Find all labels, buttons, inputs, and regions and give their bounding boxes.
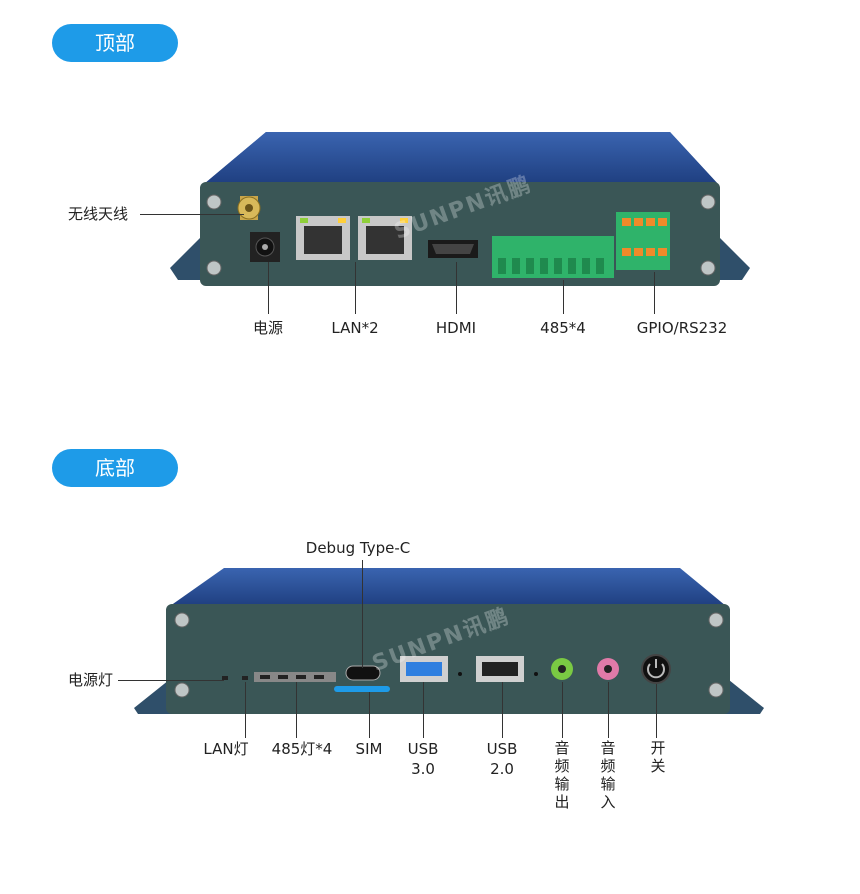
leader-lan xyxy=(355,262,356,314)
leader-audio-in xyxy=(608,682,609,738)
device-bottom-view xyxy=(134,568,764,714)
sim-slot xyxy=(334,686,390,692)
leader-switch xyxy=(656,684,657,738)
label-lan: LAN*2 xyxy=(331,319,379,337)
section-header-top: 顶部 xyxy=(52,24,178,62)
section-header-bottom: 底部 xyxy=(52,449,178,487)
gpio-terminal-block xyxy=(616,212,670,270)
leader-hdmi xyxy=(456,262,457,314)
rs485-leds xyxy=(254,672,336,682)
power-jack xyxy=(250,232,280,262)
label-usb2-line2: 2.0 xyxy=(490,760,514,778)
label-gpio: GPIO/RS232 xyxy=(636,319,728,337)
lan-port-2 xyxy=(358,216,412,260)
leader-debug xyxy=(362,560,363,668)
label-debug: Debug Type-C xyxy=(305,539,411,557)
label-audio-out: 音频输出 xyxy=(554,739,570,811)
label-sim: SIM xyxy=(355,740,383,758)
label-485: 485*4 xyxy=(540,319,586,337)
label-usb3-line2: 3.0 xyxy=(411,760,435,778)
leader-power xyxy=(268,262,269,314)
hdmi-port xyxy=(428,240,478,258)
leader-485-led xyxy=(296,682,297,738)
leader-usb2 xyxy=(502,682,503,738)
leader-lan-led xyxy=(245,682,246,738)
label-power: 电源 xyxy=(252,319,284,337)
label-switch: 开关 xyxy=(650,739,666,775)
leader-power-led xyxy=(118,680,224,681)
lan-port-1 xyxy=(296,216,350,260)
label-power-led: 电源灯 xyxy=(68,671,114,689)
antenna-connector xyxy=(237,196,261,220)
label-hdmi: HDMI xyxy=(435,319,477,337)
leader-485 xyxy=(563,280,564,314)
device-top-view xyxy=(170,132,750,286)
rs485-terminal-block xyxy=(492,236,614,278)
power-switch xyxy=(641,654,671,684)
label-antenna: 无线天线 xyxy=(68,205,129,223)
leader-antenna xyxy=(140,214,244,215)
audio-out-jack xyxy=(551,658,573,680)
device-lid-bottom xyxy=(170,568,726,606)
power-led xyxy=(222,676,228,680)
label-lan-led: LAN灯 xyxy=(203,740,249,758)
audio-in-jack xyxy=(597,658,619,680)
leader-usb3 xyxy=(423,682,424,738)
label-usb3-line1: USB xyxy=(407,740,439,758)
lan-led xyxy=(242,676,248,680)
label-usb2-line1: USB xyxy=(486,740,518,758)
label-audio-in: 音频输入 xyxy=(600,739,616,811)
debug-typec-port xyxy=(345,665,381,681)
usb3-port xyxy=(400,656,448,682)
leader-sim xyxy=(369,692,370,738)
label-485-led: 485灯*4 xyxy=(271,740,333,758)
leader-gpio xyxy=(654,272,655,314)
usb2-port xyxy=(476,656,524,682)
leader-audio-out xyxy=(562,682,563,738)
